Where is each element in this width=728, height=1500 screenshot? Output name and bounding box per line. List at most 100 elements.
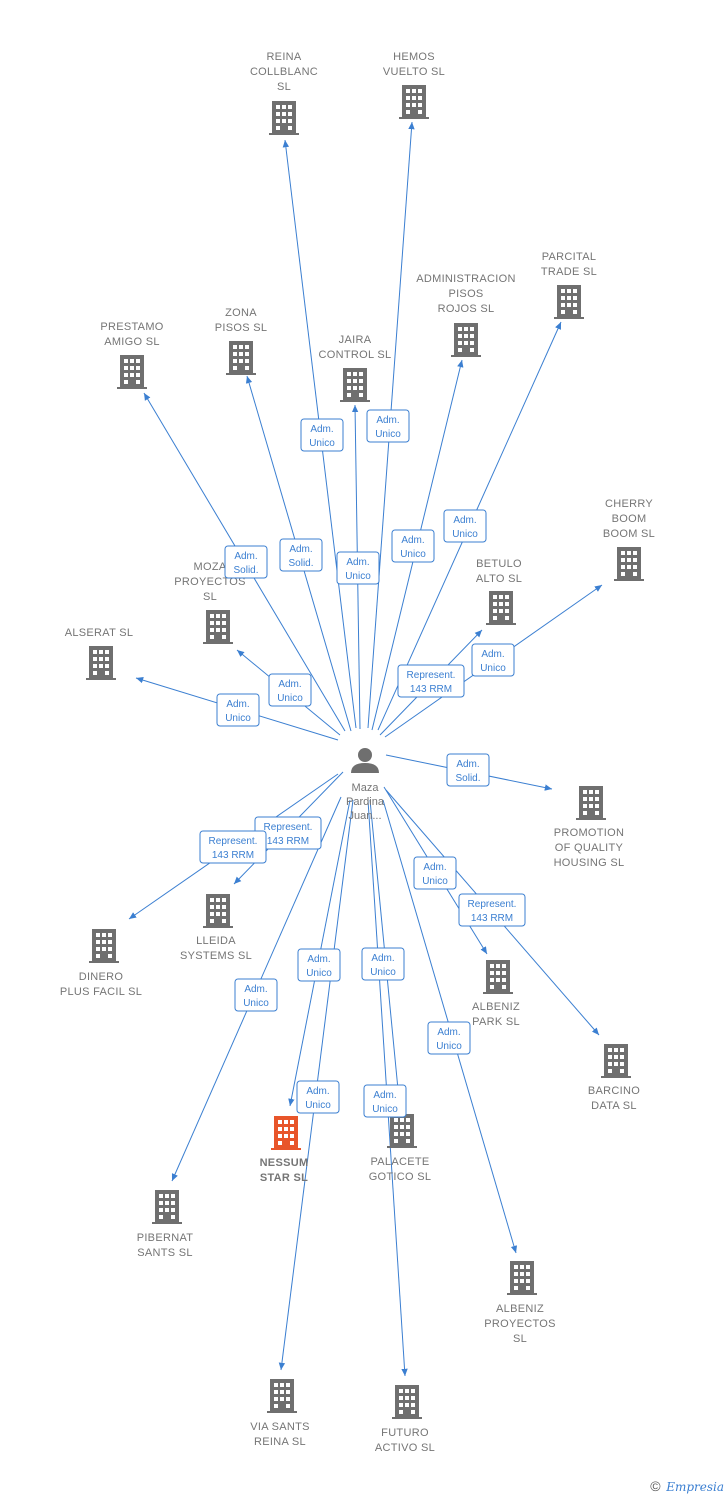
role-text: Unico	[345, 571, 371, 582]
role-badge[interactable]: Adm.Unico	[336, 551, 380, 585]
role-text: Represent.	[264, 822, 313, 833]
role-badge[interactable]: Adm.Unico	[300, 418, 344, 452]
role-text: Unico	[452, 529, 478, 540]
building-icon	[226, 341, 256, 375]
role-text: Unico	[370, 967, 396, 978]
building-icon	[486, 591, 516, 625]
role-text: Unico	[400, 549, 426, 560]
role-text: Adm.	[423, 862, 446, 873]
company-node-alserat[interactable]: ALSERAT SL	[65, 627, 134, 680]
role-badge[interactable]: Adm.Unico	[471, 643, 515, 677]
role-badge[interactable]: Adm.Solid.	[279, 538, 323, 572]
building-icon	[269, 101, 299, 135]
role-text: Solid.	[288, 558, 313, 569]
role-text: Solid.	[233, 565, 258, 576]
role-text: Adm.	[306, 1086, 329, 1097]
role-text: Unico	[225, 713, 251, 724]
role-badge[interactable]: Adm.Unico	[391, 529, 435, 563]
role-badge[interactable]: Adm.Unico	[366, 409, 410, 443]
building-icon	[340, 368, 370, 402]
role-badge[interactable]: Adm.Solid.	[224, 545, 268, 579]
role-text: Unico	[305, 1100, 331, 1111]
role-badge[interactable]: Adm.Unico	[297, 948, 341, 982]
building-icon	[554, 285, 584, 319]
building-icon	[507, 1261, 537, 1295]
role-badge[interactable]: Adm.Unico	[268, 673, 312, 707]
role-text: Unico	[372, 1104, 398, 1115]
building-icon	[271, 1116, 301, 1150]
building-icon	[614, 547, 644, 581]
building-icon	[152, 1190, 182, 1224]
role-text: Unico	[277, 693, 303, 704]
role-text: Adm.	[376, 415, 399, 426]
role-badge[interactable]: Adm. Unico	[443, 509, 487, 543]
role-text: Solid.	[455, 773, 480, 784]
role-badge[interactable]: Represent.143 RRM	[199, 830, 267, 864]
role-text: Adm.	[373, 1090, 396, 1101]
role-text: Unico	[436, 1041, 462, 1052]
role-badge[interactable]: Adm. Unico	[363, 1084, 407, 1118]
person-icon	[351, 748, 379, 773]
building-icon	[576, 786, 606, 820]
building-icon	[86, 646, 116, 680]
role-badge[interactable]: Adm.Unico	[216, 693, 260, 727]
role-text: 143 RRM	[212, 850, 254, 861]
role-badge[interactable]: Adm. Unico	[361, 947, 405, 981]
footer-branding: © Empresia	[650, 1478, 724, 1494]
role-text: Unico	[306, 968, 332, 979]
role-badge[interactable]: Adm. Solid.	[446, 753, 490, 787]
role-text: 143 RRM	[267, 836, 309, 847]
role-text: Adm.	[371, 953, 394, 964]
role-badge[interactable]: Adm.Unico	[234, 978, 278, 1012]
role-text: Adm.	[453, 515, 476, 526]
building-icon	[601, 1044, 631, 1078]
role-badge[interactable]: Adm. Unico	[296, 1080, 340, 1114]
role-text: Unico	[243, 998, 269, 1009]
role-text: Adm.	[437, 1027, 460, 1038]
role-badge[interactable]: Adm. Unico	[427, 1021, 471, 1055]
role-text: Unico	[422, 876, 448, 887]
role-badge[interactable]: Adm. Unico	[413, 856, 457, 890]
role-text: Adm.	[456, 759, 479, 770]
building-icon	[392, 1385, 422, 1419]
building-icon	[203, 610, 233, 644]
role-badge[interactable]: Represent.143 RRM	[397, 664, 465, 698]
role-badge[interactable]: Represent.143 RRM	[458, 893, 526, 927]
